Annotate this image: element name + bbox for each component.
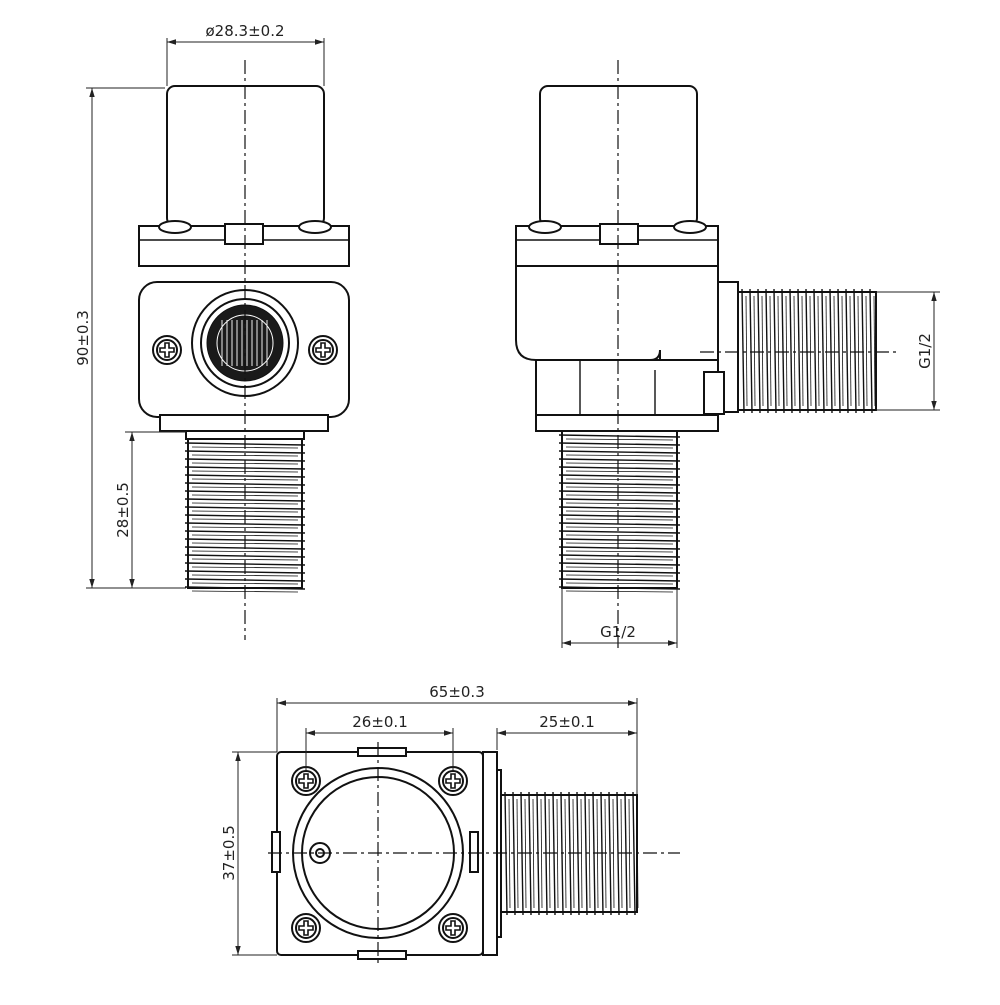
top-screw-tr — [438, 766, 468, 796]
outlet-length-label: 25±0.1 — [539, 713, 595, 731]
top-view — [268, 742, 680, 965]
top-dimensions: 65±0.3 26±0.1 25±0.1 37±0.5 — [220, 683, 638, 956]
overall-width-label: 65±0.3 — [429, 683, 485, 701]
screw-spacing-label: 26±0.1 — [352, 713, 408, 731]
top-screw-tl — [291, 766, 321, 796]
front-screw-left — [152, 335, 182, 365]
thread-length-label: 28±0.5 — [114, 482, 132, 538]
body-height-label: 37±0.5 — [220, 825, 238, 881]
top-screw-br — [438, 913, 468, 943]
front-view — [138, 60, 350, 640]
side-view — [515, 60, 900, 648]
side-outlet-thread-label: G1/2 — [916, 333, 934, 369]
bottom-inlet-thread-label: G1/2 — [600, 623, 636, 641]
cap-diameter-label: ø28.3±0.2 — [206, 22, 285, 40]
front-dimensions: ø28.3±0.2 90±0.3 28±0.5 — [74, 22, 325, 589]
front-thread-collar — [159, 414, 329, 432]
total-height-label: 90±0.3 — [74, 310, 92, 366]
side-dimensions: G1/2 G1/2 — [561, 291, 940, 648]
front-screw-right — [308, 335, 338, 365]
side-bottom-thread — [558, 430, 681, 593]
side-thread-collar — [535, 414, 719, 432]
top-screw-bl — [291, 913, 321, 943]
side-outlet-thread — [737, 288, 877, 414]
side-valve-body — [515, 265, 719, 371]
